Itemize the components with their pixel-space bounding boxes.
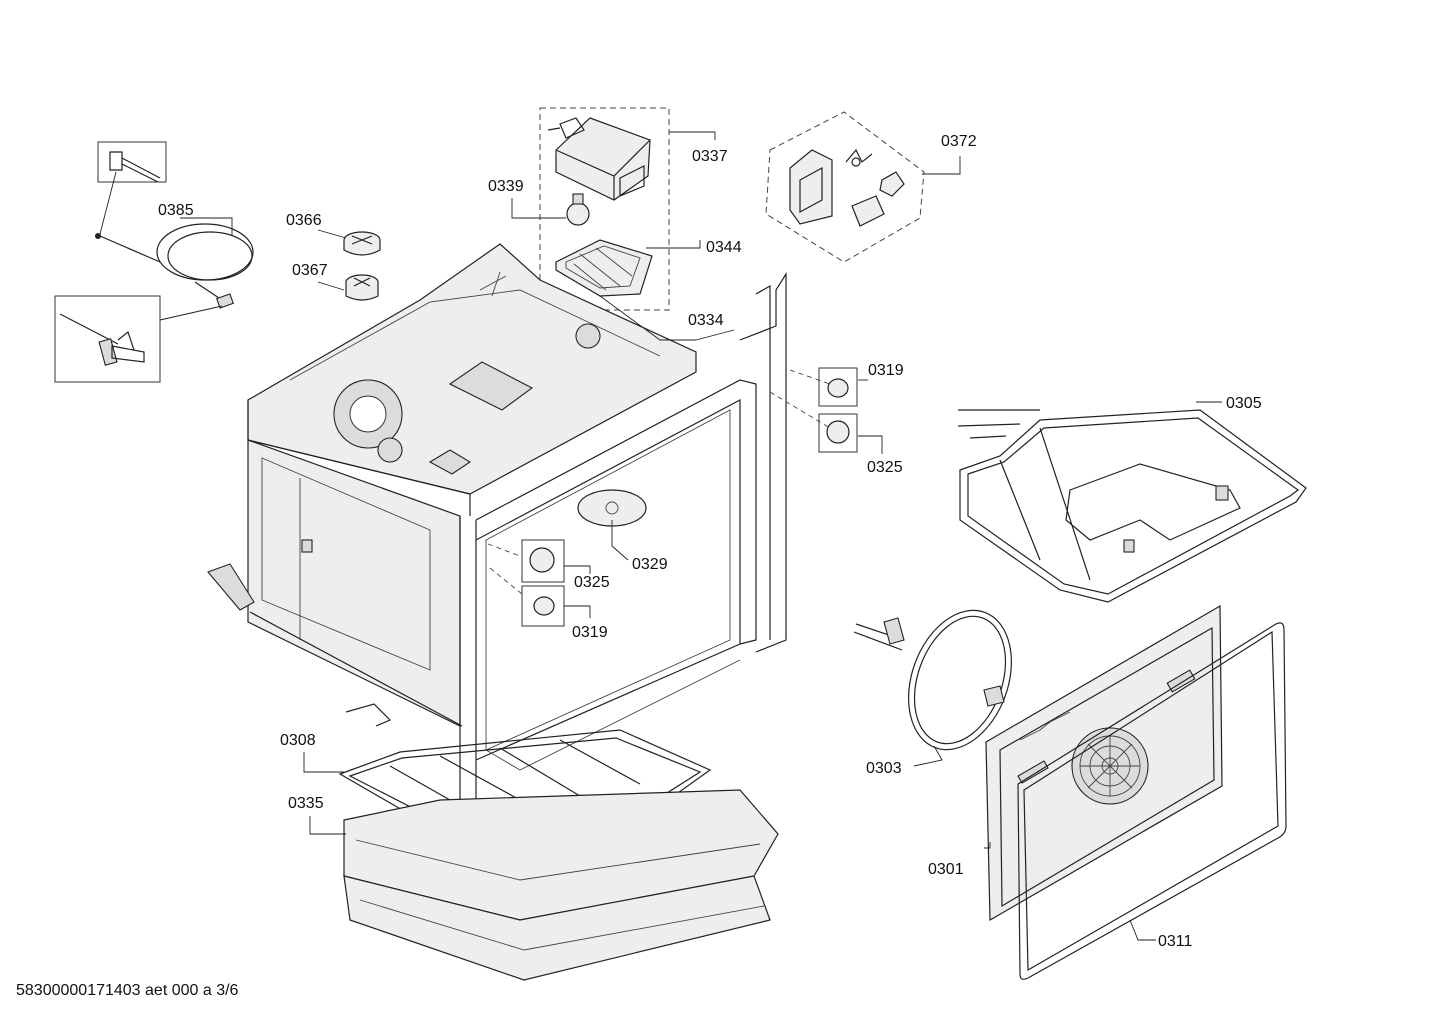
- oven-cavity-0334[interactable]: [207, 243, 787, 827]
- label-0335: 0335: [288, 795, 324, 812]
- hinge-cap-0325-left[interactable]: [487, 539, 591, 583]
- label-0334: 0334: [688, 312, 724, 329]
- ring-heater-0303[interactable]: [853, 596, 1030, 767]
- label-0319-left: 0319: [572, 624, 608, 641]
- lamp-assembly-group[interactable]: [511, 107, 716, 311]
- label-0303: 0303: [866, 760, 902, 777]
- label-0325-left: 0325: [574, 574, 610, 591]
- label-0305: 0305: [1226, 395, 1262, 412]
- label-0301: 0301: [928, 861, 964, 878]
- insulation-mat-0335[interactable]: [309, 789, 779, 981]
- cover-cap-0367[interactable]: [317, 274, 379, 301]
- temperature-sensor-cable[interactable]: [54, 141, 254, 383]
- document-id: 58300000171403 aet 000 a 3/6: [16, 982, 239, 999]
- label-0325-right: 0325: [867, 459, 903, 476]
- label-0339: 0339: [488, 178, 524, 195]
- label-0308: 0308: [280, 732, 316, 749]
- label-0337: 0337: [692, 148, 728, 165]
- hinge-cap-0325-right[interactable]: [769, 391, 883, 454]
- hinge-bush-0319-right[interactable]: [789, 367, 868, 407]
- door-lock-group[interactable]: [765, 111, 961, 263]
- rear-panel-0301[interactable]: [984, 604, 1223, 922]
- label-0344: 0344: [706, 239, 742, 256]
- cover-cap-0366[interactable]: [317, 229, 381, 256]
- label-0367: 0367: [292, 262, 328, 279]
- label-0319-right: 0319: [868, 362, 904, 379]
- label-0366: 0366: [286, 212, 322, 229]
- door-gasket-0311[interactable]: [1017, 622, 1287, 980]
- grill-heater-0305[interactable]: [957, 401, 1307, 603]
- label-0329: 0329: [632, 556, 668, 573]
- hinge-bush-0319-left[interactable]: [489, 567, 591, 627]
- label-0385: 0385: [158, 202, 194, 219]
- label-0311: 0311: [1158, 933, 1193, 950]
- label-0372: 0372: [941, 133, 977, 150]
